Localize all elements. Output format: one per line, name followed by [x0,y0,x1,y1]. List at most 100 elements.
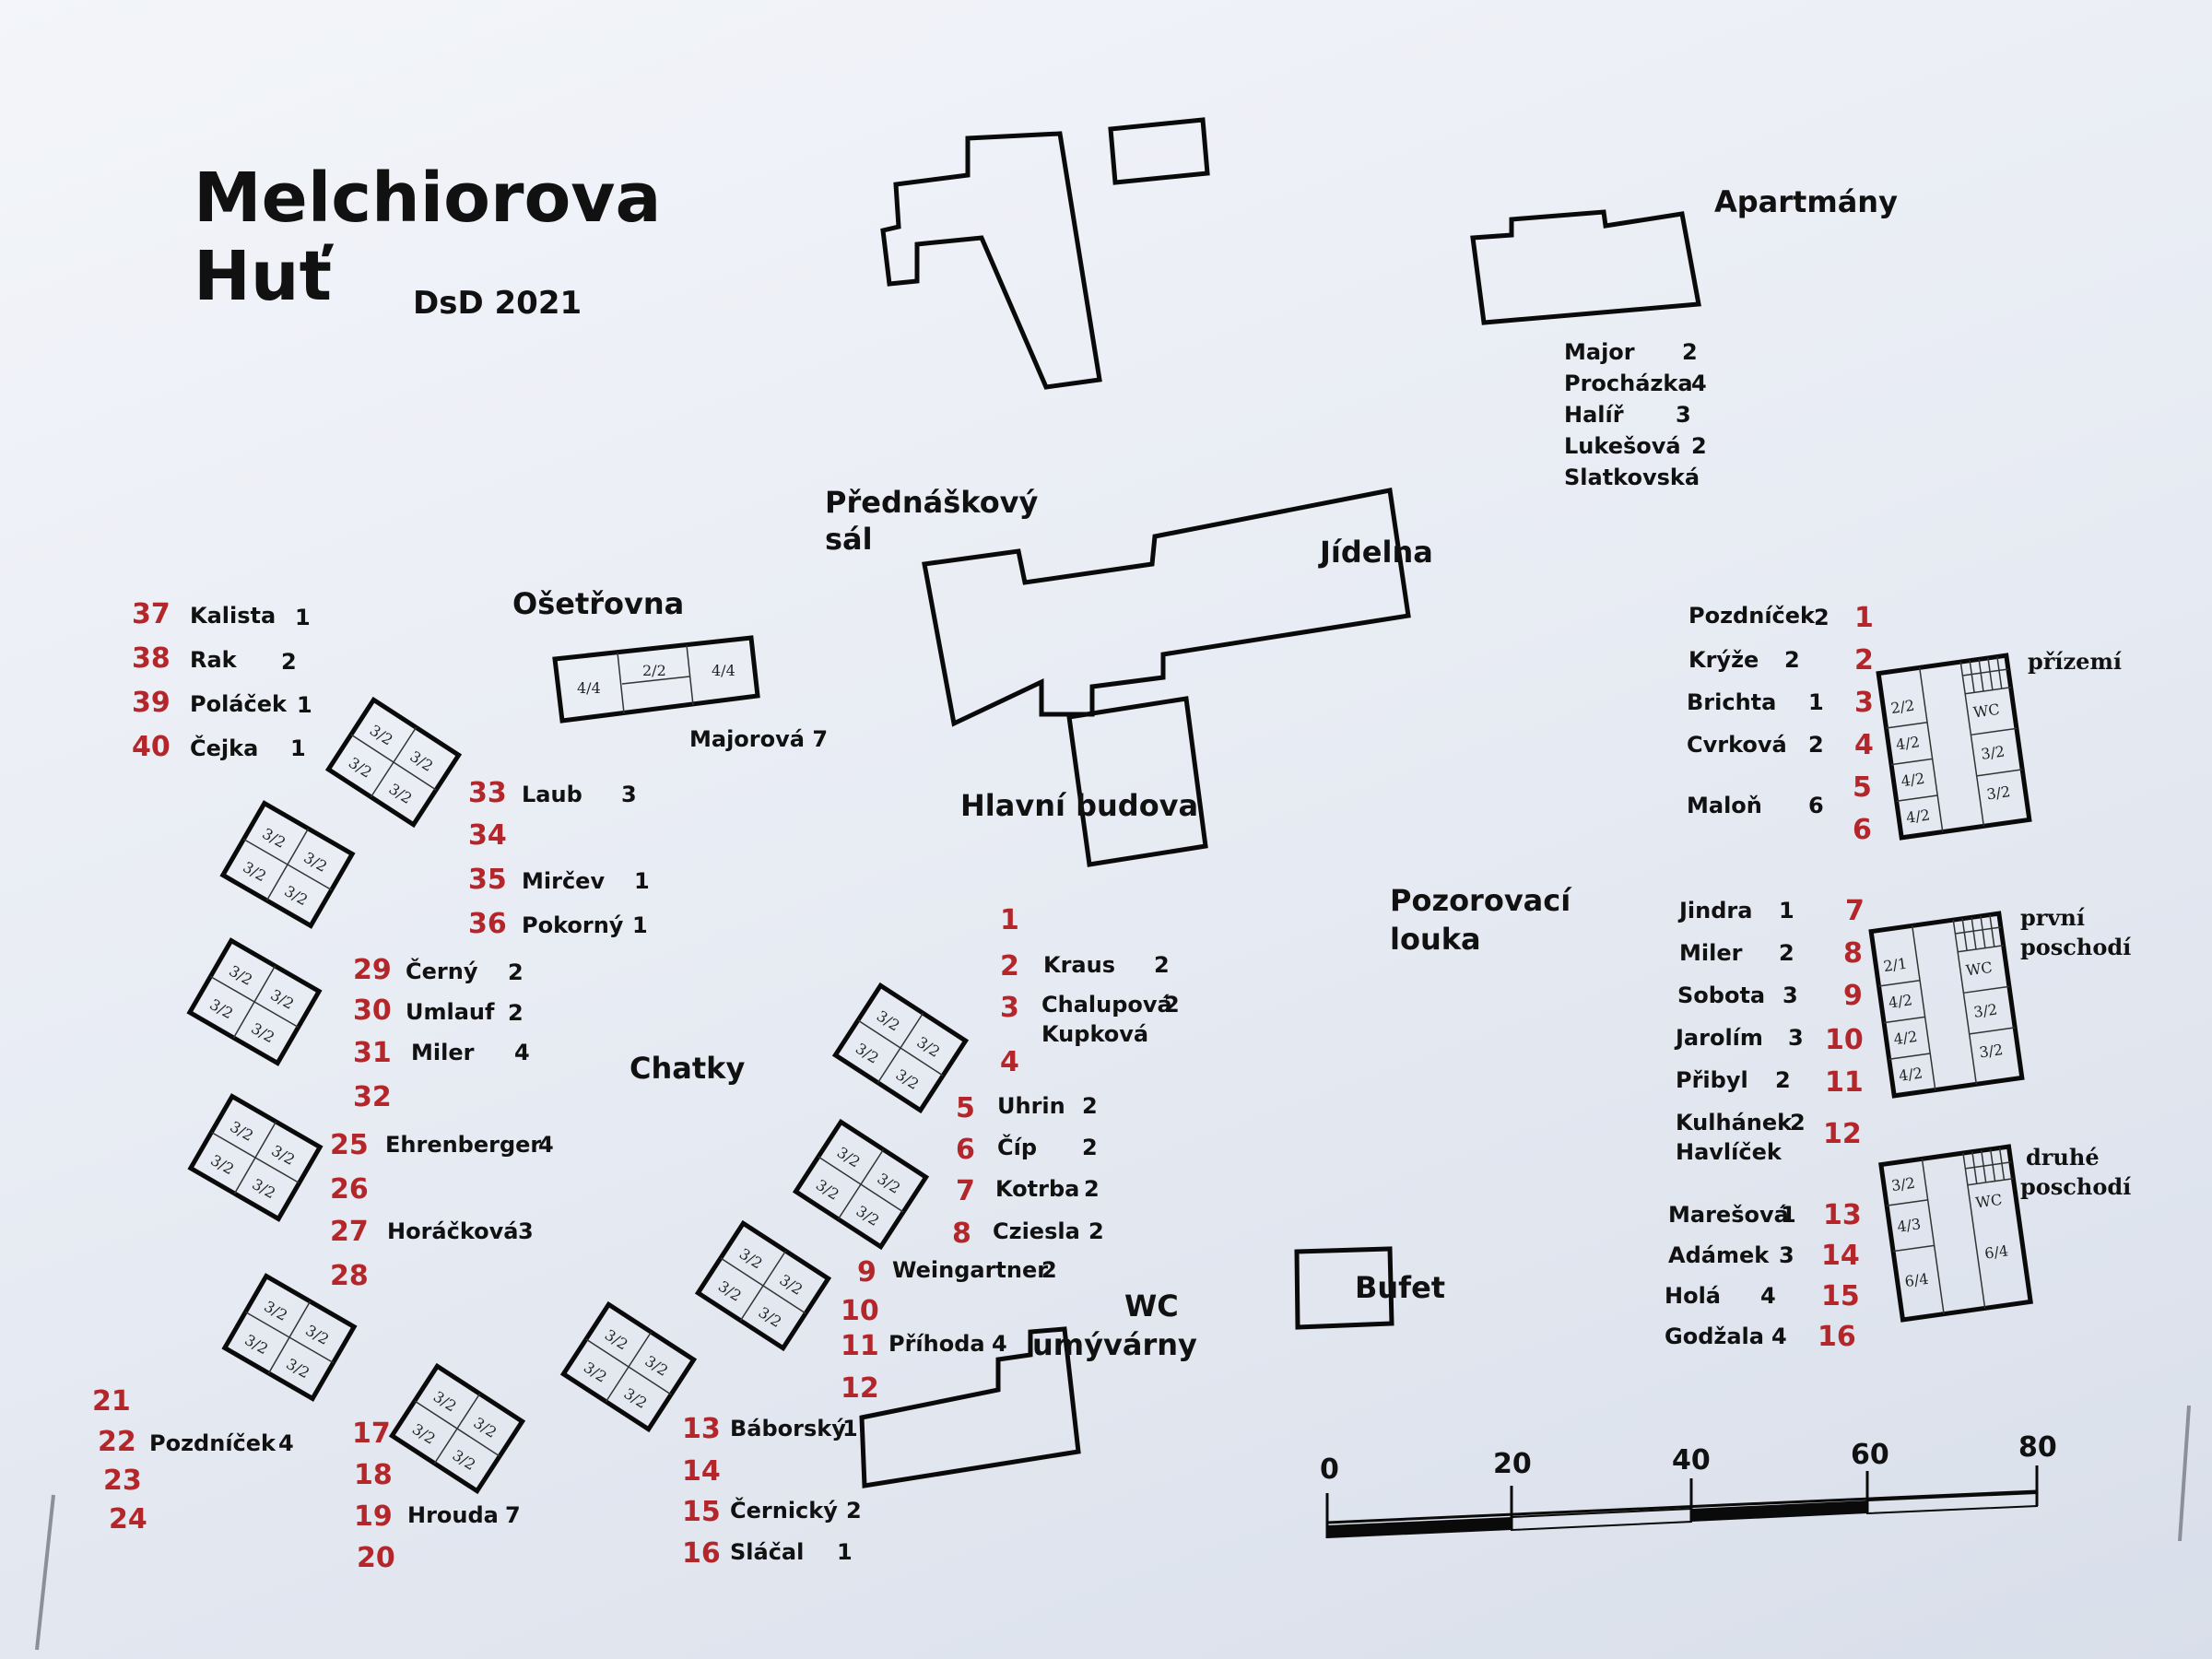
cabin-count: 2 [1082,1093,1098,1119]
cabin-occupant: Cziesla [993,1218,1080,1244]
cabin-count: 1 [842,1416,858,1441]
room-count: 1 [1808,689,1824,715]
map-subtitle: DsD 2021 [413,285,582,322]
label-prednaskovy-sal-1: Přednáškový [825,485,1039,520]
room-count: 1 [1779,898,1794,924]
cabin-number: 6 [956,1134,975,1166]
cabin-number: 13 [682,1413,721,1445]
cabin-number: 35 [468,864,507,896]
cabin-occupant: Sláčal [730,1539,804,1565]
cabin-occupant: Kraus [1043,952,1115,978]
svg-text:4/2: 4/2 [1892,1028,1918,1048]
cabins-right-list: 1 2 Kraus 2 3 Chalupová 2 Kupková 4 5 Uh… [682,904,1180,1570]
cabin-number: 9 [857,1256,877,1288]
cabin-occupant: Kotrba [995,1176,1079,1202]
cabin-count: 3 [621,782,637,807]
label-jidelna: Jídelna [1318,535,1433,570]
svg-text:3/2: 3/2 [241,1331,271,1358]
room-occupant: Miler [1679,940,1743,966]
floor-plan-prvni: 2/1 4/2 4/2 4/2 WC 3/2 3/2 [1868,911,2025,1099]
cabin-icon: 3/2 3/2 3/2 3/2 [221,1273,358,1402]
svg-text:3/2: 3/2 [386,780,416,807]
room-count: 3 [1779,1242,1794,1268]
cabin-number: 29 [353,954,392,986]
cabin-number: 2 [1000,950,1019,982]
cabin-occupant: Báborský [730,1416,846,1441]
cabin-occupant: Pokorný [522,912,624,938]
cabin-count: 2 [846,1498,862,1524]
label-prvni-1: první [2020,904,2085,931]
room-number: 8 [1843,937,1863,970]
cabin-count: 4 [514,1040,530,1065]
cabin-occupant: Miler [411,1040,475,1065]
cabin-occupant: Příhoda [888,1331,985,1357]
room-occupant: Pozdníček [1688,603,1816,629]
cabin-count: 2 [281,649,297,675]
room-count: 1 [1781,1202,1796,1228]
cabin-count: 3 [518,1218,534,1244]
label-druhe-2: poschodí [2020,1173,2131,1200]
cabin-count: 1 [837,1539,853,1565]
cabin-count: 4 [992,1331,1007,1357]
cabin-number: 14 [682,1455,721,1488]
svg-text:3/2: 3/2 [283,1355,312,1382]
cabin-number: 25 [330,1129,369,1161]
cabin-count: 2 [508,1000,524,1026]
cabin-count: 2 [1088,1218,1104,1244]
svg-text:3/2: 3/2 [602,1326,631,1354]
list-item: 3 [1676,402,1691,428]
room-count: 2 [1790,1110,1806,1135]
room-occupant: Holá [1665,1283,1721,1309]
svg-text:3/2: 3/2 [1972,1000,1998,1020]
cabin-number: 7 [956,1175,975,1207]
cabin-number: 32 [353,1081,392,1113]
map-title-line1: Melchiorova [194,159,661,238]
floor-plan-prizemi: 2/2 4/2 4/2 4/2 WC 3/2 3/2 [1876,653,2032,841]
scale-tick-label: 80 [2018,1431,2057,1464]
room-occupant: Godžala [1665,1324,1764,1349]
cabin-count: 1 [632,912,648,938]
svg-text:3/2: 3/2 [240,858,269,885]
list-item: 4 [1691,371,1707,396]
building-outline-icon [1294,1246,1394,1330]
scale-tick-label: 60 [1851,1439,1889,1471]
room-count: 3 [1783,982,1798,1008]
svg-text:3/2: 3/2 [874,1170,903,1197]
cabin-number: 27 [330,1216,369,1248]
cabin-icon: 3/2 3/2 3/2 3/2 [831,982,970,1114]
svg-text:3/2: 3/2 [776,1271,806,1299]
list-item: Lukešová [1564,433,1681,459]
svg-text:6/4: 6/4 [1903,1270,1929,1290]
cabin-number: 8 [952,1218,971,1250]
label-wc: WC [1124,1288,1179,1324]
cabin-number: 34 [468,819,507,852]
cabin-occupant: Chalupová [1041,992,1172,1018]
cabin-number: 10 [841,1295,879,1327]
room-occupant: Cvrková [1687,732,1787,758]
svg-text:2/1: 2/1 [1882,955,1908,975]
cabin-count: 1 [634,868,650,894]
room-number: 15 [1821,1280,1860,1312]
cabin-number: 1 [1000,904,1019,936]
pin-icon [35,1494,55,1651]
room-number: 3 [1854,687,1874,719]
cabin-count: 1 [290,735,306,761]
cabin-number: 18 [354,1459,393,1491]
cabin-number: 23 [103,1465,142,1497]
room-number: 10 [1825,1024,1864,1056]
svg-text:3/2: 3/2 [346,754,375,782]
room-label: 4/4 [712,662,735,679]
room-count: 2 [1814,605,1830,630]
room-count: 2 [1779,940,1794,966]
room-occupant: Přibyl [1676,1067,1748,1093]
floor-plan-druhe: 3/2 4/3 6/4 WC 6/4 [1878,1144,2033,1323]
label-majorova: Majorová 7 [689,726,828,752]
cabin-count: 4 [538,1132,554,1158]
svg-text:3/2: 3/2 [259,825,288,852]
room-count: 4 [1760,1283,1776,1309]
cabin-number: 16 [682,1537,721,1570]
osetrovna-building: 4/4 2/2 4/4 [552,635,760,724]
room-occupant: Krýže [1688,647,1759,673]
